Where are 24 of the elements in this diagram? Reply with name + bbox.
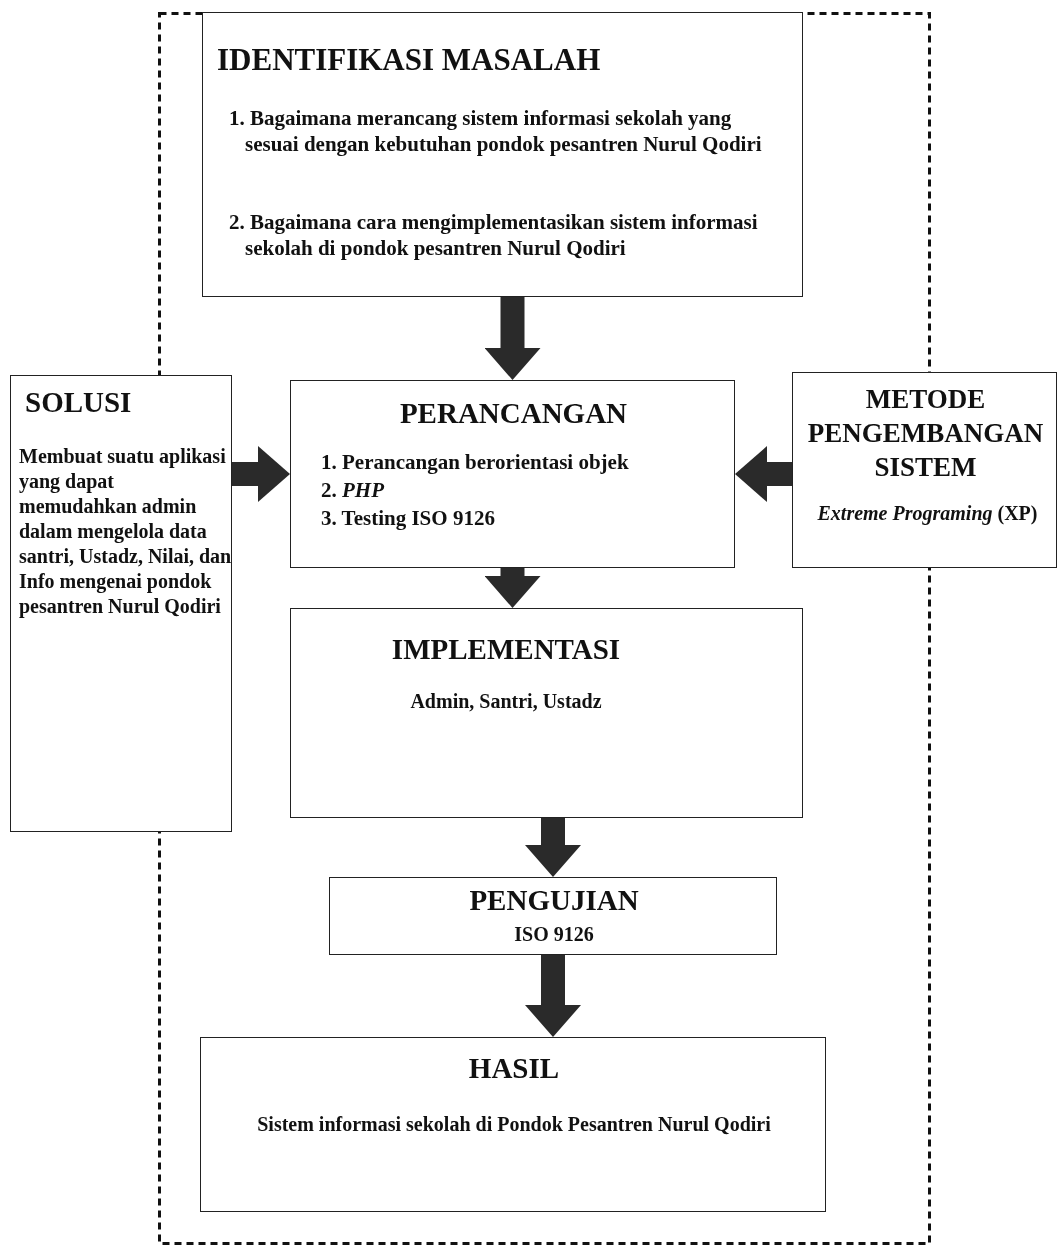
box-text: 1. Perancangan berorientasi objek bbox=[321, 449, 630, 476]
box-title: PENGUJIAN bbox=[468, 883, 640, 918]
box-title: PERANCANGAN bbox=[398, 396, 629, 431]
text-box bbox=[290, 608, 803, 818]
box-title: SOLUSI bbox=[25, 385, 133, 420]
box-title: METODE PENGEMBANGAN SISTEM bbox=[806, 383, 1045, 484]
box-text: ISO 9126 bbox=[513, 922, 595, 947]
box-title: IMPLEMENTASI bbox=[390, 632, 622, 667]
box-text: Sistem informasi sekolah di Pondok Pesantren Nurul Qodiri bbox=[256, 1112, 772, 1137]
box-text: 2. Bagaimana cara mengimplementasikan sistem informasi sekolah di pondok pesantren Nurul Qodiri bbox=[228, 209, 759, 262]
text-box bbox=[202, 12, 803, 297]
text-box bbox=[329, 877, 777, 955]
box-text: 2. PHP bbox=[321, 477, 386, 504]
text-box bbox=[200, 1037, 826, 1212]
text-box bbox=[290, 380, 735, 568]
text-box bbox=[792, 372, 1057, 568]
text-box bbox=[10, 375, 232, 832]
box-text: Admin, Santri, Ustadz bbox=[409, 689, 603, 714]
box-title: HASIL bbox=[467, 1051, 561, 1086]
box-text: Extreme Programing (XP) bbox=[816, 501, 1039, 526]
box-text: Membuat suatu aplikasi yang dapat memudahkan admin dalam mengelola data santri, Ustadz, Nilai, dan Info mengenai pondok pesantren Nurul Qodiri bbox=[19, 444, 233, 619]
box-title: IDENTIFIKASI MASALAH bbox=[217, 41, 602, 79]
box-text: 1. Bagaimana merancang sistem informasi sekolah yang sesuai dengan kebutuhan pondok pesantren Nurul Qodiri bbox=[228, 105, 763, 158]
box-text: 3. Testing ISO 9126 bbox=[321, 505, 496, 532]
